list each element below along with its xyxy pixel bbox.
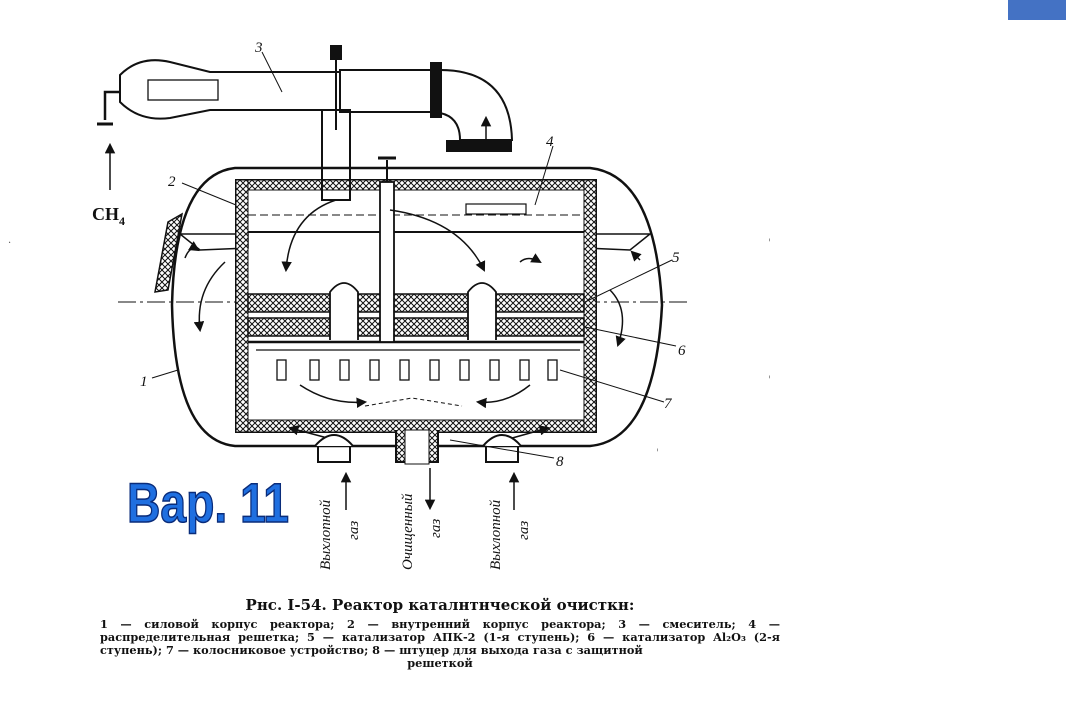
ch4-label: CH4: [92, 204, 125, 228]
grate-bars: [256, 349, 580, 381]
inner-wall-left: [235, 179, 249, 433]
label-4: 4: [546, 134, 554, 150]
svg-text:': ': [768, 238, 771, 249]
caption-body: 1 — силовой корпус реактора; 2 — внутрен…: [100, 617, 780, 657]
inner-wall-right: [583, 179, 597, 433]
label-2: 2: [168, 174, 176, 190]
gas-left-line1: Выхлопной: [318, 499, 334, 570]
outlet-nozzle-right: [485, 446, 519, 463]
gas-right-line1: Выхлопной: [488, 499, 504, 570]
label-8: 8: [556, 454, 564, 470]
gas-left-line2: газ: [346, 521, 362, 540]
mixer-3: [119, 59, 341, 120]
label-5: 5: [672, 250, 680, 266]
reactor-diagram: 3 2 4 5 6 1 7 8 CH4 Выхлопной газ Очищен…: [8, 40, 771, 570]
svg-text:': ': [768, 375, 771, 386]
label-3: 3: [254, 40, 263, 56]
outlet-nozzle-left: [317, 446, 351, 463]
outer-shell: [170, 166, 664, 448]
caption-title: Рнс. I-54. Реактор каталнтнческой очистк…: [245, 596, 635, 614]
variant-label: Вар. 11: [127, 471, 289, 534]
caption-last-line: решеткой: [407, 656, 473, 670]
figure-caption: Рнс. I-54. Реактор каталнтнческой очистк…: [100, 596, 780, 670]
label-7: 7: [664, 396, 673, 412]
inner-top: [247, 179, 585, 191]
gas-right-line2: газ: [516, 521, 532, 540]
label-1: 1: [140, 374, 148, 390]
svg-text:.: .: [8, 235, 11, 246]
gas-center-line2: газ: [428, 519, 444, 538]
left-support: [154, 212, 184, 293]
catalyst-bed-1: [247, 293, 585, 313]
label-6: 6: [678, 343, 686, 359]
gas-center-line1: Очищенный: [400, 493, 416, 570]
corner-accent: [1008, 0, 1066, 20]
catalyst-bed-2: [247, 317, 585, 337]
svg-text:': ': [656, 448, 659, 459]
